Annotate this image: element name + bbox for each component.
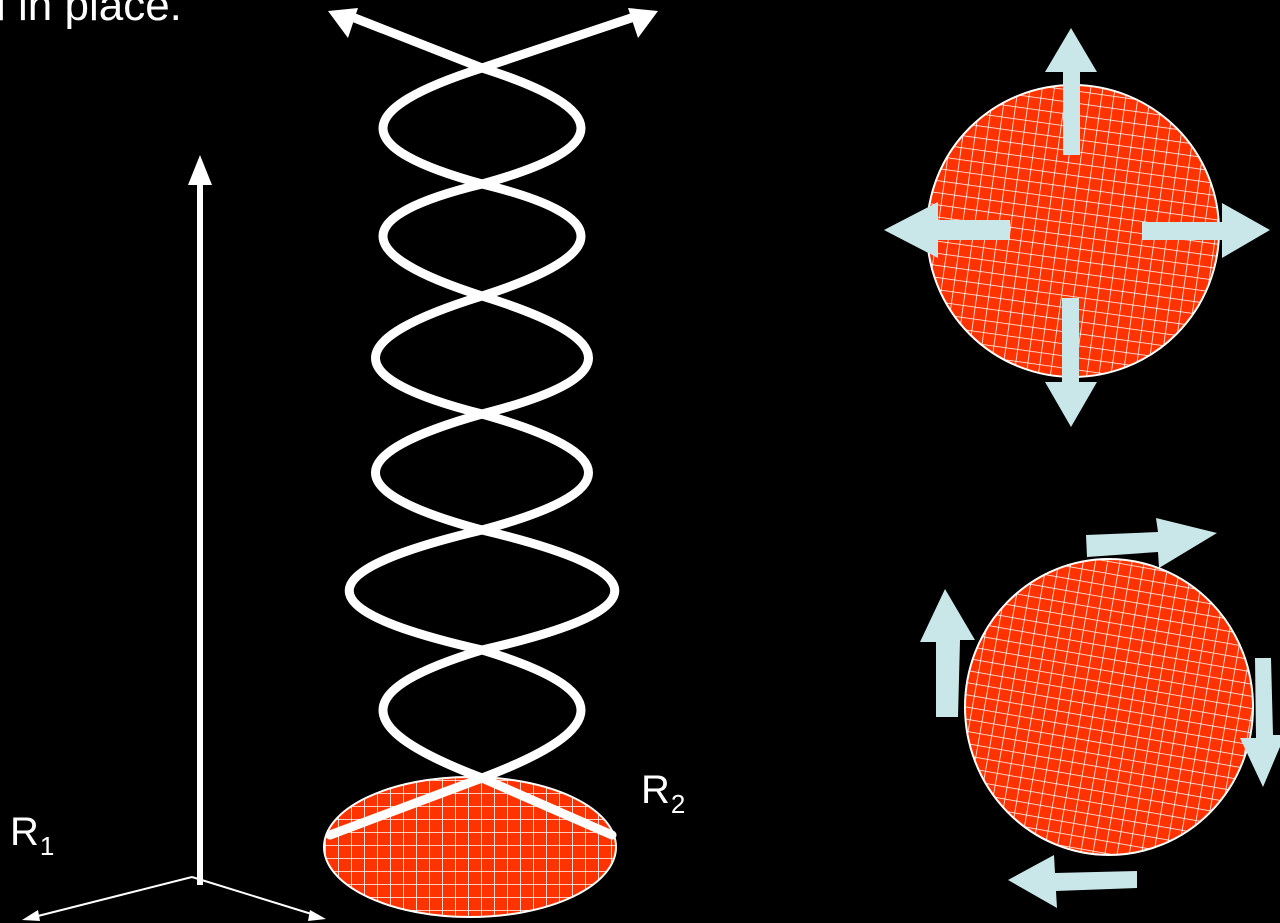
base-disc — [324, 777, 616, 917]
axes-icon — [22, 155, 326, 921]
rotating-disc — [965, 559, 1253, 855]
right-axis — [192, 877, 318, 916]
left-axis — [30, 877, 192, 918]
slide-heading-fragment: l in place. — [0, 0, 182, 28]
radial-expansion-diagram — [884, 28, 1270, 427]
r1-label-subscript: 1 — [40, 831, 54, 861]
helix-arrowhead-left — [328, 8, 358, 38]
left-axis-arrowhead — [22, 910, 40, 921]
r2-label: R2 — [641, 770, 685, 810]
vertical-axis-arrowhead — [188, 155, 212, 185]
r1-label: R1 — [10, 812, 54, 852]
arrow-bottom-left-icon — [1008, 855, 1137, 908]
rotation-diagram — [920, 518, 1280, 908]
right-axis-arrowhead — [308, 910, 326, 921]
double-helix — [328, 8, 658, 835]
r2-label-main: R — [641, 768, 670, 812]
r1-label-main: R — [10, 810, 39, 854]
r2-label-subscript: 2 — [671, 789, 685, 819]
helix-arrowhead-right — [628, 8, 658, 38]
